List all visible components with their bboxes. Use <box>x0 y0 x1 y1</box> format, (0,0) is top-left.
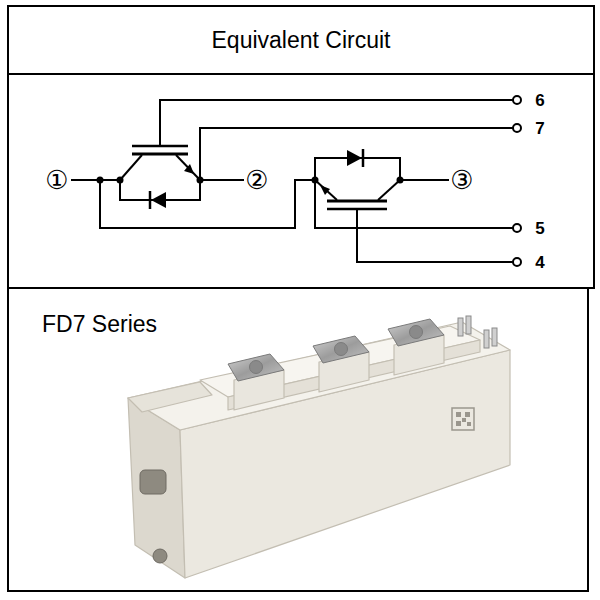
igbt-symbol <box>315 180 337 200</box>
diode-symbol <box>149 191 152 209</box>
junction-dot <box>312 177 319 184</box>
igbt-symbol <box>132 145 188 148</box>
terminal-number: ② <box>245 167 268 193</box>
terminal-number: ③ <box>450 167 473 193</box>
screw-terminal <box>228 319 444 381</box>
diode-symbol <box>151 192 166 208</box>
circuit-wires <box>400 179 449 181</box>
mounting-hole <box>140 470 167 563</box>
signal-pin <box>484 330 489 348</box>
signal-pin <box>458 316 497 348</box>
terminal-number: ① <box>45 167 68 193</box>
circuit-wires <box>200 179 244 181</box>
qr-marking <box>452 408 474 430</box>
panel-heading: Equivalent Circuit <box>9 7 593 75</box>
diode-symbol <box>150 149 363 209</box>
pin-number: 7 <box>535 120 544 137</box>
qr-marking <box>456 412 461 417</box>
circuit-wires <box>160 100 513 146</box>
terminal-pin <box>513 96 521 266</box>
module-body <box>128 322 510 578</box>
terminal-pin <box>513 124 521 132</box>
signal-pin <box>458 318 463 336</box>
pin-number: 6 <box>535 92 544 109</box>
igbt-symbol <box>132 153 188 156</box>
qr-marking <box>465 412 470 417</box>
qr-marking <box>452 408 474 430</box>
terminal-pin <box>513 224 521 232</box>
pin-number: 5 <box>535 220 544 237</box>
qr-marking <box>456 421 461 426</box>
diode-symbol <box>362 149 365 167</box>
circuit-wires <box>315 180 513 228</box>
igbt-symbol <box>378 180 400 200</box>
circuit-wires <box>100 180 315 228</box>
igbt-symbol <box>184 164 194 174</box>
screw-terminal <box>313 336 369 363</box>
terminal-pin <box>513 96 521 104</box>
circuit-wires <box>71 100 513 262</box>
qr-marking <box>467 422 471 426</box>
junction-dot <box>397 177 404 184</box>
terminal-pin <box>513 258 521 266</box>
signal-pin <box>492 328 497 346</box>
circuit-panel: Equivalent Circuit <box>7 5 595 289</box>
screw-terminal <box>250 361 263 374</box>
pin-number: 4 <box>535 254 544 271</box>
screw-terminal <box>335 343 348 356</box>
module-body <box>128 322 510 430</box>
panel-heading: FD7 Series <box>42 311 157 338</box>
circuit-wires <box>71 179 120 181</box>
junction-dot <box>117 177 124 184</box>
igbt-symbol <box>120 155 142 180</box>
igbt-symbol <box>120 146 400 209</box>
junction-dot <box>97 177 104 184</box>
screw-terminal <box>410 326 423 339</box>
module-body <box>128 382 212 412</box>
igbt-symbol <box>176 155 200 180</box>
screw-terminal <box>388 319 444 346</box>
photo-panel: FD7 Series <box>7 287 589 592</box>
igbt-symbol <box>327 208 387 211</box>
circuit-wires <box>357 209 513 262</box>
mounting-hole <box>140 470 166 494</box>
diode-symbol <box>347 150 362 166</box>
igbt-symbol <box>320 185 330 195</box>
mounting-hole <box>153 549 167 563</box>
junction-dot <box>197 177 204 184</box>
screw-terminal <box>228 354 284 381</box>
qr-marking <box>462 418 466 422</box>
signal-pin <box>466 316 471 334</box>
circuit-wires <box>315 158 400 180</box>
